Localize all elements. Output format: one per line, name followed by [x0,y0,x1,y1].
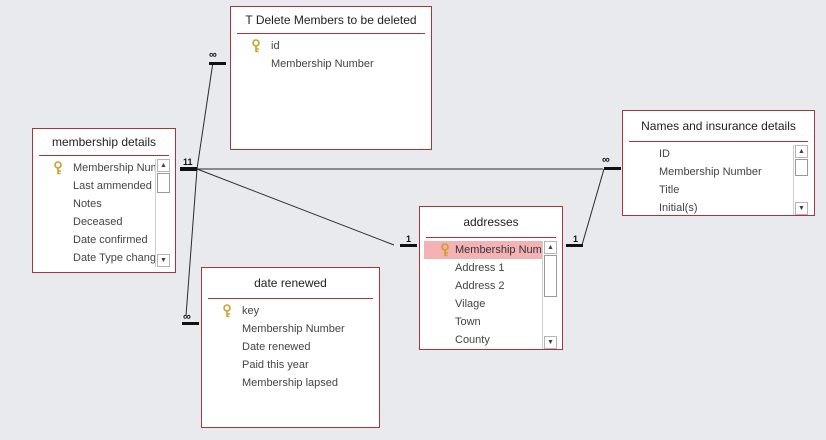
join-stub-addresses-right [566,244,583,247]
field-initials[interactable]: Initial(s) [629,199,796,217]
table-date-renewed[interactable]: date renewed key Membership Number Date … [201,267,380,428]
field-membership-number[interactable]: Membership Number [424,241,544,259]
field-paid-this-year[interactable]: Paid this year [208,356,379,374]
chevron-up-icon[interactable]: ▲ [544,241,557,254]
field-label: Date Type change [73,252,157,264]
cardinality-one-one: 11 [183,157,193,167]
field-label: id [271,40,280,52]
relationship-line-date-renewed[interactable] [185,168,198,317]
field-label: Notes [73,198,102,210]
scrollbar-thumb[interactable] [157,173,170,193]
key-icon [441,243,449,257]
table-title[interactable]: Names and insurance details [629,111,808,142]
field-date-type-change[interactable]: Date Type change [39,249,157,267]
field-label: Membership Number [659,166,762,178]
field-label: Town [455,316,481,328]
field-date-renewed[interactable]: Date renewed [208,338,379,356]
scrollbar-thumb[interactable] [544,255,557,297]
field-label: Date confirmed [73,234,148,246]
table-title[interactable]: date renewed [208,268,373,299]
relationship-line-addresses-names[interactable] [581,168,605,246]
cardinality-many-date-renewed: ∞ [183,311,191,323]
field-label: Address 1 [455,262,505,274]
field-label: Membership Number [455,244,544,256]
field-deceased[interactable]: Deceased [39,213,157,231]
join-stub-membership-details [180,167,197,171]
key-icon [223,304,231,318]
field-label: Deceased [73,216,123,228]
field-label: Address 2 [455,280,505,292]
field-county[interactable]: County [424,331,544,349]
field-last-ammended[interactable]: Last ammended [39,177,157,195]
chevron-up-icon[interactable]: ▲ [795,145,808,158]
table-title[interactable]: membership details [39,129,169,156]
key-icon [54,161,62,175]
field-label: Membership Number [271,58,374,70]
cardinality-one-addresses-right: 1 [573,234,579,244]
field-label: Initial(s) [659,202,698,214]
field-label: Last ammended [73,180,152,192]
join-stub-names-insurance [604,167,621,170]
table-names-insurance[interactable]: Names and insurance details ID Membershi… [622,110,815,216]
field-vilage[interactable]: Vilage [424,295,544,313]
field-label: Vilage [455,298,486,310]
table-title[interactable]: addresses [426,207,556,238]
table-addresses[interactable]: addresses Membership Number Address 1 Ad… [419,206,563,350]
field-label: Date renewed [242,341,311,353]
table-delete-members[interactable]: T Delete Members to be deleted id Member… [230,6,432,150]
field-notes[interactable]: Notes [39,195,157,213]
field-membership-number[interactable]: Membership Number [237,55,431,73]
field-id[interactable]: ID [629,145,796,163]
field-membership-number[interactable]: Membership Number [208,320,379,338]
field-label: ID [659,148,670,160]
field-membership-number[interactable]: Membership Number [629,163,796,181]
field-title[interactable]: Title [629,181,796,199]
table-membership-details[interactable]: membership details Membership Number Las… [32,128,176,273]
chevron-down-icon[interactable]: ▼ [157,254,170,267]
field-membership-number[interactable]: Membership Number [39,159,157,177]
field-address-1[interactable]: Address 1 [424,259,544,277]
relationship-line-delete-members[interactable] [196,61,214,170]
cardinality-one-addresses: 1 [406,234,412,244]
chevron-down-icon[interactable]: ▼ [795,202,808,215]
field-label: Paid this year [242,359,309,371]
cardinality-many-delete-members: ∞ [209,49,217,61]
field-label: Membership Number [73,162,157,174]
field-membership-lapsed[interactable]: Membership lapsed [208,374,379,392]
key-icon [252,39,260,53]
field-id[interactable]: id [237,37,431,55]
field-town[interactable]: Town [424,313,544,331]
join-stub-delete-members [209,62,226,65]
vertical-scrollbar[interactable]: ▲ ▼ [793,145,810,215]
field-label: County [455,334,490,346]
field-date-confirmed[interactable]: Date confirmed [39,231,157,249]
chevron-up-icon[interactable]: ▲ [157,159,170,172]
vertical-scrollbar[interactable]: ▲ ▼ [542,241,559,349]
scrollbar-thumb[interactable] [795,159,808,176]
table-title[interactable]: T Delete Members to be deleted [237,7,425,34]
chevron-down-icon[interactable]: ▼ [544,336,557,349]
relationship-line-addresses[interactable] [196,168,395,246]
vertical-scrollbar[interactable]: ▲ ▼ [155,159,172,267]
field-address-2[interactable]: Address 2 [424,277,544,295]
field-label: key [242,305,260,317]
field-label: Membership lapsed [242,377,338,389]
field-label: Membership Number [242,323,345,335]
field-key[interactable]: key [208,302,379,320]
join-stub-addresses-left [400,244,417,247]
cardinality-many-names-insurance: ∞ [602,154,610,166]
field-label: Title [659,184,680,196]
